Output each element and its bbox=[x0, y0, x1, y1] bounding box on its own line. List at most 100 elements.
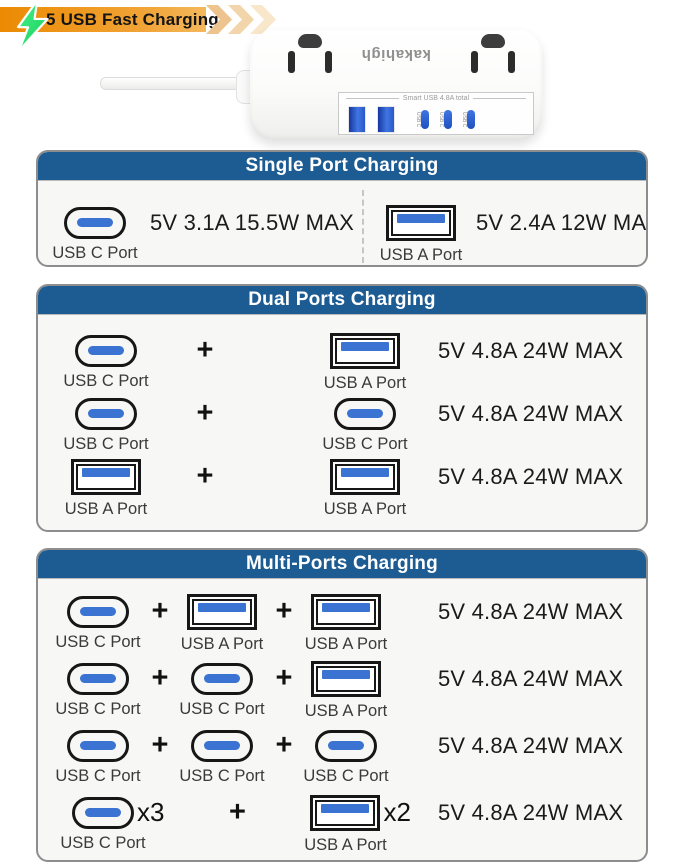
port-icon-wrap: USB C Port bbox=[322, 397, 408, 453]
usb-panel-label: Smart USB 4.8A total bbox=[402, 95, 470, 102]
usb-c-port-icon bbox=[444, 109, 452, 129]
banner-label: 5 USB Fast Charging bbox=[46, 9, 219, 29]
port-label: USB C Port bbox=[55, 766, 141, 785]
port-icon-wrap: USB C Port bbox=[55, 595, 141, 651]
port-figure-inner: USB A Port bbox=[380, 204, 462, 264]
port-label: USB A Port bbox=[304, 634, 388, 653]
port-figure: USB C Port bbox=[52, 662, 144, 718]
charging-spec: 5V 4.8A 24W MAX bbox=[438, 665, 624, 691]
usb-c-port-icon bbox=[191, 729, 253, 762]
port-icon-wrap: USB C Port bbox=[179, 662, 265, 718]
usb-a-port-icon bbox=[311, 593, 381, 630]
port-figure: USB C Port bbox=[54, 397, 158, 453]
usb-c-port-group: USB C bbox=[461, 109, 475, 129]
usb-a-port-icon bbox=[377, 105, 395, 133]
usb-c-pin-bar bbox=[347, 409, 383, 418]
multiplier-label: x3 bbox=[137, 797, 165, 827]
usb-a-port-icon bbox=[311, 660, 381, 697]
usb-c-port-group: USB C bbox=[415, 109, 429, 129]
port-icon-wrap: USB A Port bbox=[324, 332, 406, 392]
port-figure: USB C Port bbox=[300, 729, 392, 785]
port-figure-inner: USB C Port bbox=[322, 397, 408, 453]
port-label: USB C Port bbox=[52, 243, 138, 262]
port-label: USB A Port bbox=[323, 373, 407, 392]
port-figure: USB C Port bbox=[52, 206, 138, 262]
port-figure-inner: USB C Port bbox=[179, 729, 265, 785]
port-figure-inner: USB C Port bbox=[303, 729, 389, 785]
usb-c-port-icon bbox=[421, 109, 429, 129]
ac-outlet bbox=[453, 34, 533, 100]
usb-c-port-icon bbox=[75, 334, 137, 367]
usb-a-contact-bar bbox=[397, 213, 445, 223]
plus-sign: + bbox=[275, 595, 293, 627]
usb-c-port-icon bbox=[467, 109, 475, 129]
usb-c-pin-bar bbox=[204, 741, 240, 750]
usb-a-inner bbox=[391, 209, 451, 236]
port-icon-wrap: USB A Port bbox=[324, 458, 406, 518]
port-figure-inner: USB C Port bbox=[55, 595, 141, 651]
panel-title: Single Port Charging bbox=[38, 152, 646, 180]
port-label: USB A Port bbox=[64, 499, 148, 518]
prong-slot-icon bbox=[508, 51, 515, 73]
dashed-divider bbox=[362, 190, 364, 263]
usb-a-port-icon bbox=[330, 332, 400, 369]
ac-outlet bbox=[270, 34, 350, 100]
port-figure-inner: USB A Port bbox=[324, 458, 406, 518]
port-label: USB C Port bbox=[179, 766, 265, 785]
usb-panel-header: Smart USB 4.8A total bbox=[339, 93, 533, 103]
usb-panel: Smart USB 4.8A total USB C USB C USB C bbox=[338, 92, 534, 135]
port-figure: USB C Port bbox=[54, 334, 158, 390]
usb-c-port-group: USB C bbox=[438, 109, 452, 129]
usb-a-inner bbox=[315, 799, 376, 826]
usb-a-port-icon bbox=[71, 458, 141, 495]
charging-spec: 5V 4.8A 24W MAX bbox=[438, 732, 624, 758]
port-label: USB C Port bbox=[179, 699, 265, 718]
port-icon-wrap: USB C Port bbox=[55, 662, 141, 718]
port-label: USB C Port bbox=[303, 766, 389, 785]
usb-c-port-icon bbox=[67, 595, 129, 628]
charging-spec: 5V 4.8A 24W MAX bbox=[438, 598, 624, 624]
port-icon-wrap: USB C Port bbox=[63, 397, 149, 453]
port-label: USB A Port bbox=[304, 701, 388, 720]
port-figure: USB A Port bbox=[300, 660, 392, 720]
port-label: USB A Port bbox=[323, 499, 407, 518]
usb-a-port-icon bbox=[187, 593, 257, 630]
divider-line bbox=[473, 98, 526, 100]
plus-sign: + bbox=[196, 334, 214, 366]
usb-c-port-icon bbox=[64, 206, 126, 239]
usb-c-pin-bar bbox=[77, 218, 113, 227]
port-figure: USB A Port bbox=[54, 458, 158, 518]
port-label: USB C Port bbox=[60, 833, 146, 852]
plus-sign: + bbox=[151, 662, 169, 694]
chevron-right-icons bbox=[206, 5, 276, 34]
usb-ports-row: USB C USB C USB C bbox=[339, 103, 533, 133]
plus-sign: + bbox=[275, 662, 293, 694]
usb-c-port-label: USB C bbox=[461, 111, 467, 127]
usb-a-inner bbox=[316, 598, 376, 625]
usb-a-inner bbox=[76, 463, 136, 490]
port-figure: USB A Port bbox=[176, 593, 268, 653]
usb-a-contact-bar bbox=[82, 467, 130, 477]
plus-sign: + bbox=[229, 796, 246, 828]
usb-c-pin-bar bbox=[88, 409, 124, 418]
port-figure: USB C Port x3 bbox=[60, 796, 165, 852]
usb-c-pin-bar bbox=[85, 808, 121, 817]
usb-a-port-icon bbox=[310, 794, 381, 831]
port-label: USB A Port bbox=[379, 245, 463, 264]
port-label: USB A Port bbox=[180, 634, 264, 653]
port-figure-inner: USB C Port bbox=[63, 397, 149, 453]
divider-line bbox=[346, 98, 399, 100]
usb-a-contact-bar bbox=[322, 602, 370, 612]
